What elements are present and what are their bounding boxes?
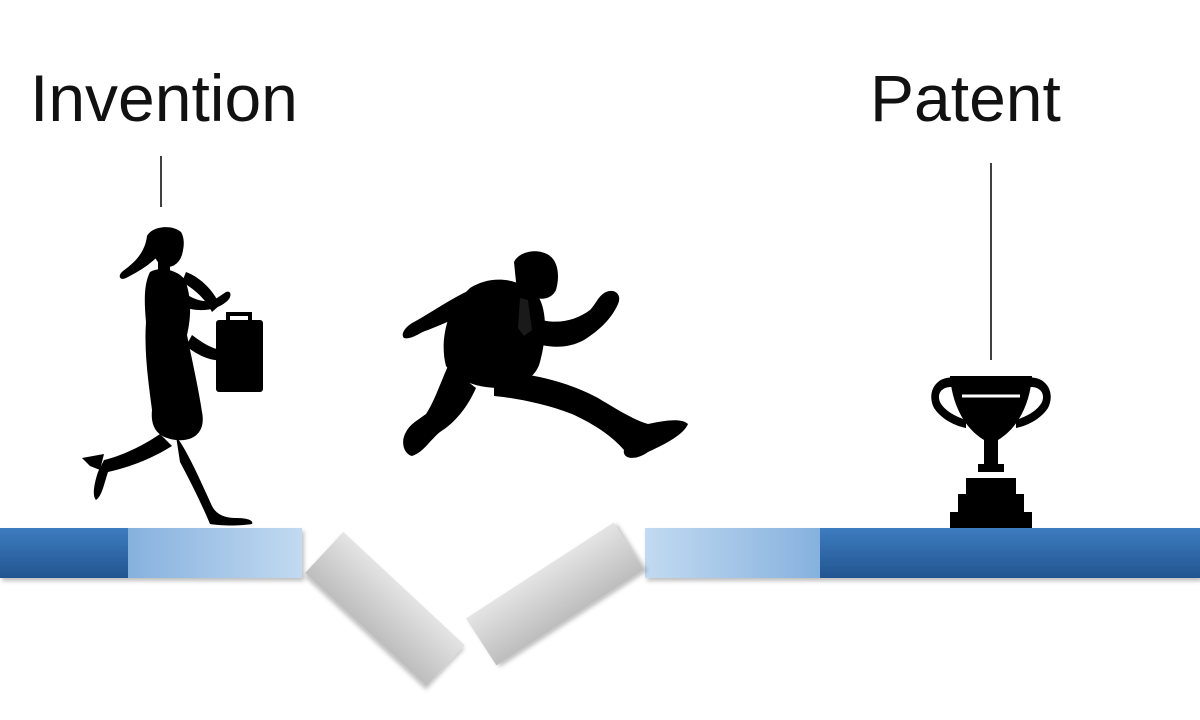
bridge-right-segment bbox=[645, 528, 1200, 578]
invention-label: Invention bbox=[30, 61, 298, 135]
trophy-icon bbox=[931, 376, 1051, 528]
bridge-left-dark bbox=[0, 528, 128, 578]
broken-plank-left bbox=[305, 531, 465, 687]
jumping-businessman-silhouette bbox=[402, 251, 688, 458]
bridge-left-segment bbox=[0, 528, 302, 578]
patent-label: Patent bbox=[870, 61, 1061, 135]
walking-businesswoman-silhouette bbox=[82, 227, 263, 526]
bridge-right-light bbox=[645, 528, 820, 578]
bridge-right-dark bbox=[820, 528, 1200, 578]
broken-plank-right bbox=[465, 522, 645, 666]
bridge-left-light bbox=[128, 528, 302, 578]
